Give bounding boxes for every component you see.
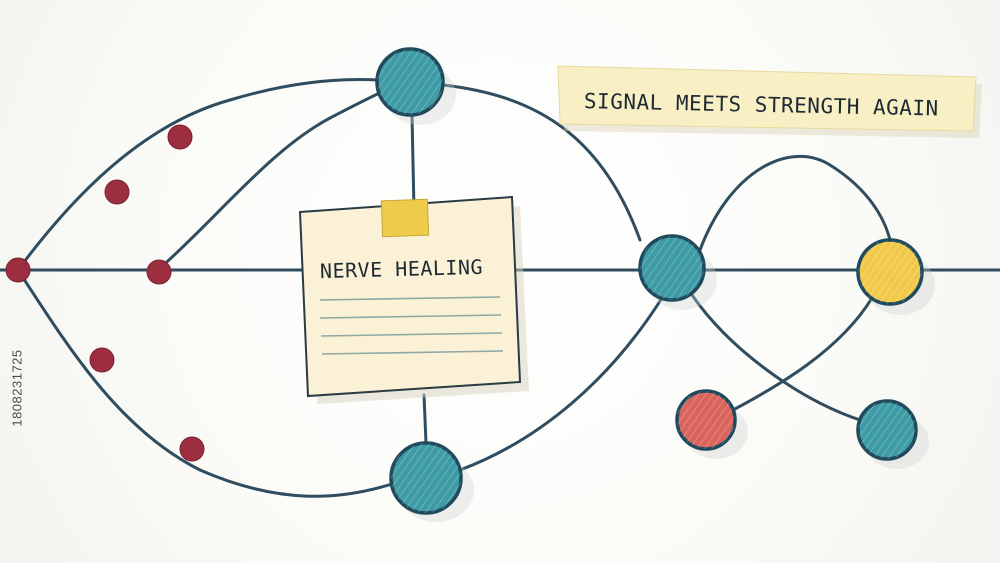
signal-dots bbox=[5, 124, 205, 462]
vertical-link-top bbox=[410, 113, 416, 212]
signal-dot bbox=[179, 436, 205, 462]
vertical-link-bottom bbox=[422, 393, 428, 445]
note-ruled-lines bbox=[319, 296, 504, 355]
loop-down-to-red bbox=[731, 296, 874, 412]
signal-dot bbox=[104, 179, 130, 205]
tape-strip bbox=[380, 198, 430, 238]
connection-lines bbox=[0, 78, 1000, 498]
signal-dot bbox=[146, 259, 172, 285]
note-title: NERVE HEALING bbox=[320, 255, 484, 283]
bottom-outer-branch bbox=[16, 268, 394, 498]
node-yellow-right bbox=[856, 238, 935, 315]
node-teal-lower-right bbox=[856, 399, 929, 469]
node-teal-middle bbox=[638, 234, 717, 310]
sticky-note: NERVE HEALING bbox=[298, 195, 529, 404]
node-teal-bottom bbox=[389, 441, 474, 522]
signal-dot bbox=[89, 347, 115, 373]
loop-down-to-teal bbox=[690, 293, 862, 422]
bottom-to-middle-curve bbox=[458, 296, 664, 472]
watermark-id: 1808231725 bbox=[4, 318, 30, 458]
top-to-middle-curve bbox=[441, 83, 642, 242]
signal-dot bbox=[5, 257, 31, 283]
signal-dot bbox=[167, 124, 193, 150]
top-outer-branch bbox=[16, 78, 380, 272]
watermark-id-text: 1808231725 bbox=[9, 349, 25, 427]
loop-upper-arc bbox=[698, 155, 892, 252]
node-red-lower bbox=[675, 389, 748, 459]
banner-label: SIGNAL MEETS STRENGTH AGAIN bbox=[557, 65, 982, 138]
top-inner-branch bbox=[156, 90, 384, 272]
node-teal-top bbox=[375, 47, 456, 125]
